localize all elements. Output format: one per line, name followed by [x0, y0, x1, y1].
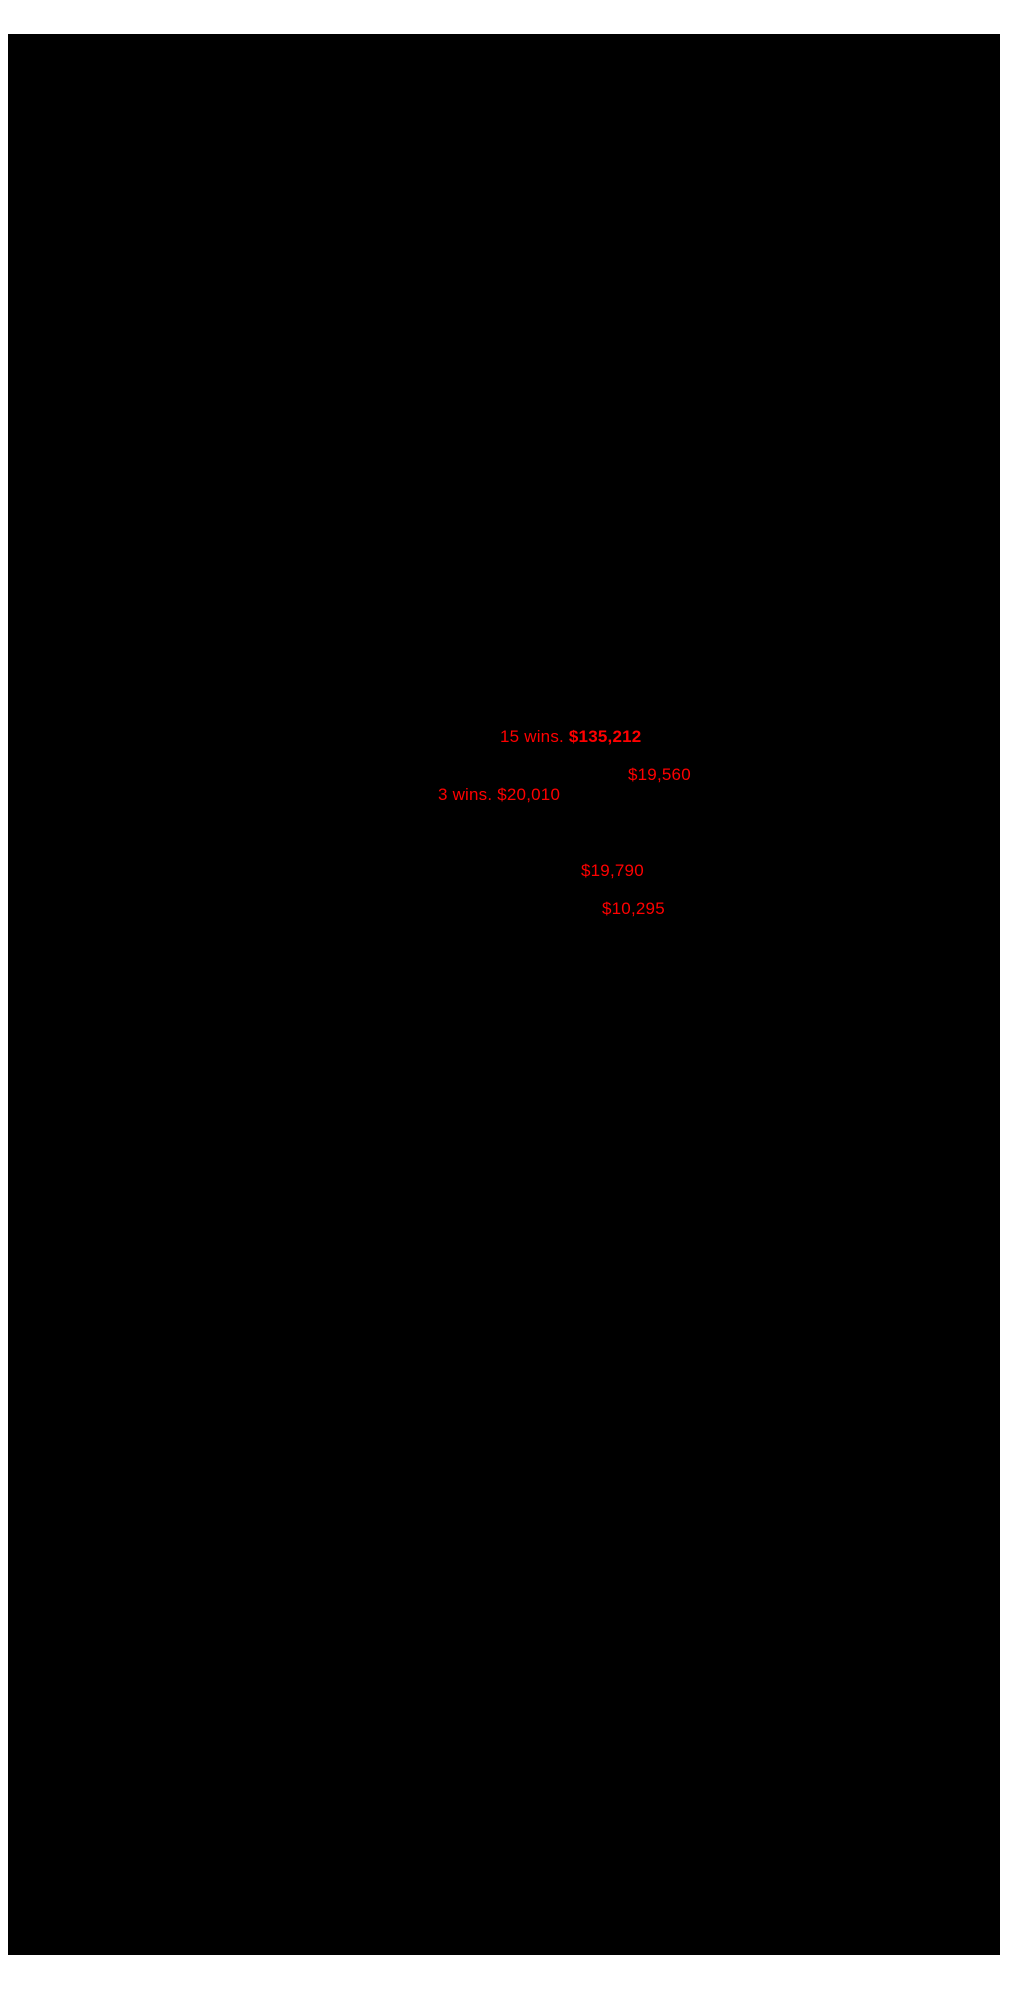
earnings-value-5: $10,295 [602, 899, 665, 918]
content-canvas: 15 wins. $135,212 $19,560 3 wins. $20,01… [8, 34, 1000, 1955]
race-record-1: 15 wins. $135,212 [500, 727, 641, 747]
earnings-amount-2: $19,560 [628, 765, 691, 785]
wins-count-1: 15 wins. [500, 727, 564, 746]
race-record-3: 3 wins. $20,010 [438, 785, 560, 805]
earnings-value-2: $19,560 [628, 765, 691, 784]
earnings-amount-1: $135,212 [568, 727, 642, 746]
earnings-amount-4: $19,790 [581, 861, 644, 881]
wins-count-3: 3 wins. [438, 785, 493, 804]
earnings-amount-5: $10,295 [602, 899, 665, 919]
earnings-amount-3: $20,010 [497, 785, 561, 804]
earnings-value-4: $19,790 [581, 861, 644, 880]
